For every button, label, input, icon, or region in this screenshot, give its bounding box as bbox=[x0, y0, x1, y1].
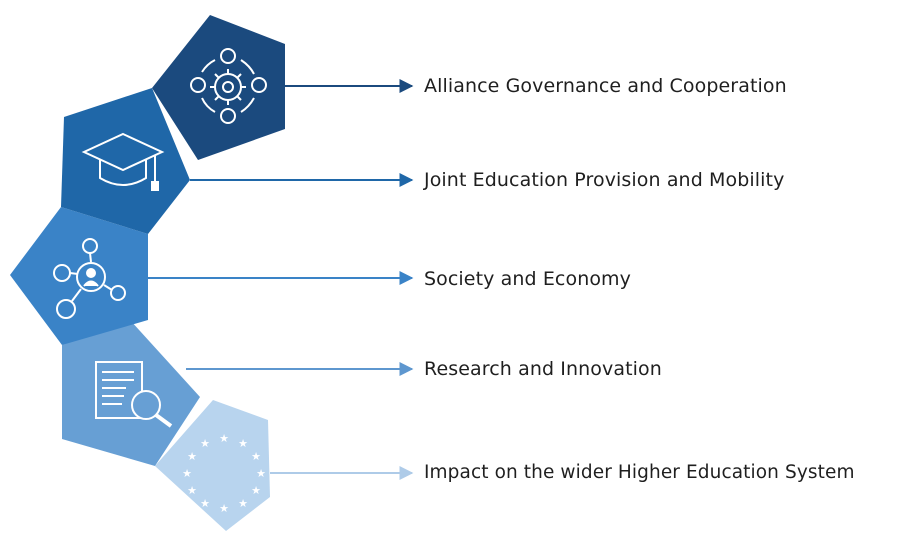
pentagon-research bbox=[62, 320, 200, 466]
network-person-icon bbox=[53, 238, 126, 319]
svg-text:★: ★ bbox=[251, 484, 261, 497]
pentagon-education bbox=[61, 88, 190, 234]
svg-text:★: ★ bbox=[200, 437, 210, 450]
svg-text:★: ★ bbox=[187, 450, 197, 463]
pentagon-society bbox=[10, 207, 148, 345]
svg-text:★: ★ bbox=[251, 450, 261, 463]
graduation-cap-icon bbox=[81, 132, 165, 191]
label-education: Joint Education Provision and Mobility bbox=[424, 169, 785, 191]
pentagon-governance bbox=[152, 15, 285, 160]
eu-stars-icon: ★ ★ ★ ★ ★ ★ ★ ★ ★ ★ ★ ★ bbox=[182, 432, 266, 515]
label-society: Society and Economy bbox=[424, 268, 632, 290]
svg-text:★: ★ bbox=[187, 484, 197, 497]
svg-text:★: ★ bbox=[219, 432, 229, 445]
label-governance: Alliance Governance and Cooperation bbox=[424, 75, 787, 97]
svg-text:★: ★ bbox=[219, 502, 229, 515]
svg-text:★: ★ bbox=[238, 437, 248, 450]
label-research: Research and Innovation bbox=[424, 358, 662, 380]
gear-cycle-icon bbox=[190, 48, 267, 124]
svg-text:★: ★ bbox=[256, 467, 266, 480]
svg-text:★: ★ bbox=[238, 497, 248, 510]
svg-text:★: ★ bbox=[200, 497, 210, 510]
document-search-icon bbox=[95, 361, 173, 428]
label-impact: Impact on the wider Higher Education Sys… bbox=[424, 462, 855, 483]
svg-text:★: ★ bbox=[182, 467, 192, 480]
pentagon-impact: ★ ★ ★ ★ ★ ★ ★ ★ ★ ★ ★ ★ bbox=[155, 400, 270, 531]
